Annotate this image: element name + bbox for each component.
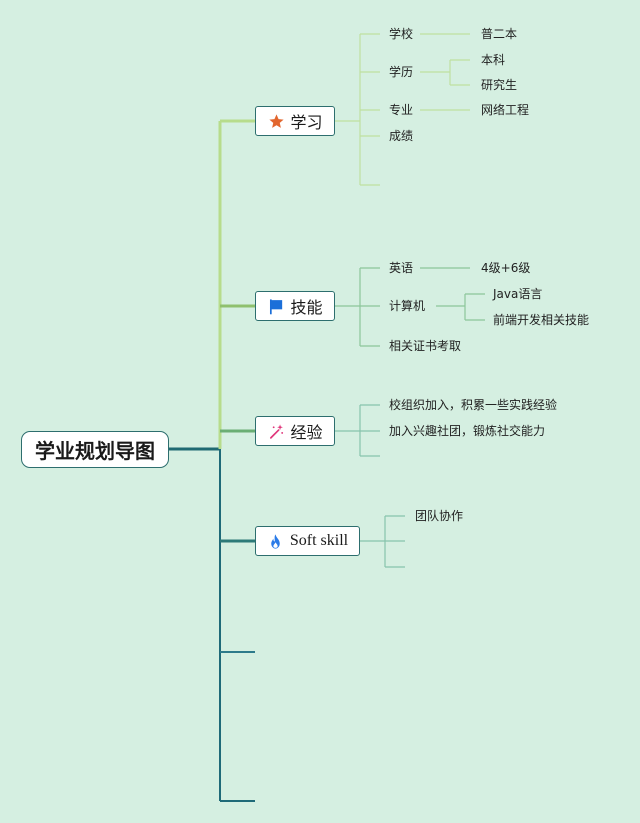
flame-icon	[267, 532, 285, 550]
leaf-english[interactable]: 英语	[389, 261, 414, 275]
leaf-degree-graduate[interactable]: 研究生	[481, 78, 518, 92]
star-icon	[267, 112, 285, 130]
leaf-computer-frontend[interactable]: 前端开发相关技能	[493, 313, 590, 327]
branch-study[interactable]: 学习	[255, 106, 335, 136]
branch-study-connectors	[335, 33, 470, 186]
branch-softskill-connectors	[360, 515, 405, 568]
leaf-grades[interactable]: 成绩	[389, 129, 414, 143]
branch-experience-connectors	[335, 404, 380, 457]
leaf-degree-bachelor[interactable]: 本科	[481, 53, 506, 67]
leaf-teamwork[interactable]: 团队协作	[415, 509, 464, 523]
leaf-computer-java[interactable]: Java语言	[493, 287, 543, 301]
branch-experience[interactable]: 经验	[255, 416, 335, 446]
magic-wand-icon	[267, 422, 285, 440]
leaf-computer[interactable]: 计算机	[389, 299, 426, 313]
flag-icon	[267, 297, 285, 315]
branch-skills-label: 技能	[290, 298, 323, 317]
leaf-experience-org[interactable]: 校组织加入，积累一些实践经验	[389, 398, 558, 412]
leaf-school[interactable]: 学校	[389, 27, 414, 41]
branch-softskill-label: Soft skill	[289, 532, 349, 549]
root-node[interactable]: 学业规划导图	[21, 431, 169, 468]
leaf-english-value[interactable]: 4级+6级	[481, 261, 531, 275]
branch-softskill[interactable]: Soft skill	[255, 526, 360, 556]
branch-skills[interactable]: 技能	[255, 291, 335, 321]
leaf-certificates[interactable]: 相关证书考取	[389, 339, 462, 353]
leaf-major-value[interactable]: 网络工程	[481, 103, 530, 117]
branch-experience-label: 经验	[290, 423, 323, 442]
leaf-school-value[interactable]: 普二本	[481, 27, 518, 41]
branch-skills-connectors	[335, 267, 485, 347]
leaf-experience-club[interactable]: 加入兴趣社团，锻炼社交能力	[389, 424, 546, 438]
branch-study-label: 学习	[290, 113, 323, 132]
leaf-degree[interactable]: 学历	[389, 65, 414, 79]
root-label: 学业规划导图	[35, 439, 155, 463]
leaf-major[interactable]: 专业	[389, 103, 414, 117]
